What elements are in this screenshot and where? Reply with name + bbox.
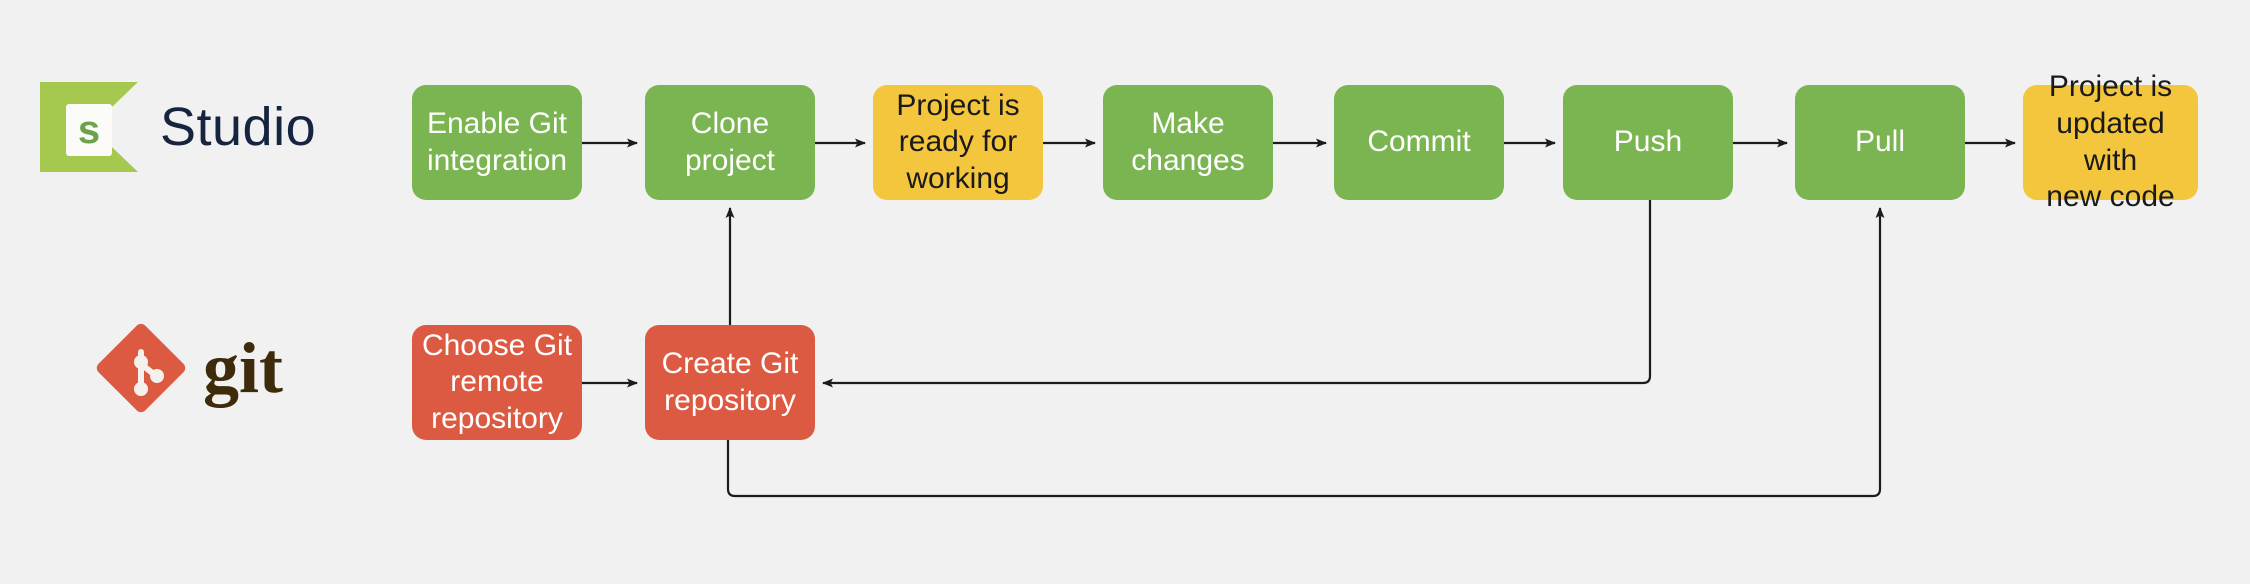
node-project-updated[interactable]: Project is updated with new code	[2023, 70, 2198, 213]
node-choose-git-remote[interactable]: Choose Git remote repository	[412, 325, 582, 440]
node-make-changes[interactable]: Make changes	[1103, 85, 1273, 200]
git-logo: git	[95, 318, 415, 418]
studio-wordmark: Studio	[160, 97, 317, 157]
studio-logo-letter: s	[66, 104, 112, 156]
node-project-ready[interactable]: Project is ready for working	[873, 85, 1043, 200]
node-pull[interactable]: Pull	[1795, 85, 1965, 200]
node-clone-project[interactable]: Clone project	[645, 85, 815, 200]
edge-create-git-repository-to-pull	[726, 207, 1885, 498]
node-commit[interactable]: Commit	[1334, 85, 1504, 200]
git-wordmark: git	[203, 327, 283, 408]
studio-logo-icon: s	[40, 82, 138, 172]
node-create-git-repository[interactable]: Create Git repository	[645, 325, 815, 440]
node-push[interactable]: Push	[1563, 85, 1733, 200]
studio-logo: s Studio	[40, 82, 380, 172]
node-enable-git-integration[interactable]: Enable Git integration	[412, 85, 582, 200]
edge-push-to-create-git-repository	[822, 200, 1652, 388]
git-logo-icon	[95, 322, 187, 414]
